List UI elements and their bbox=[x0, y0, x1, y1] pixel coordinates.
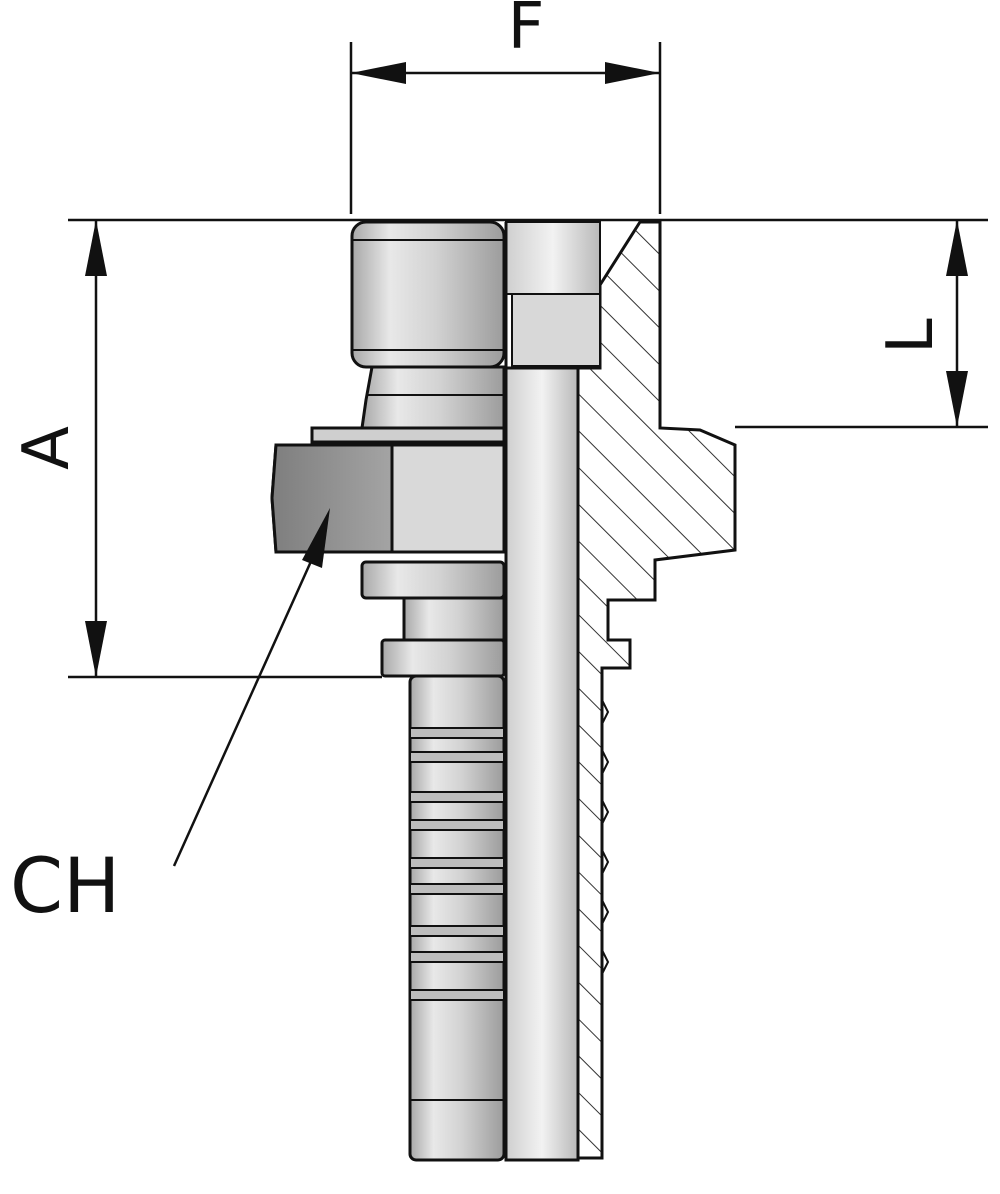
l-arrow-bottom bbox=[946, 371, 968, 427]
cross-section-half bbox=[576, 220, 737, 1160]
hex-body bbox=[270, 426, 506, 554]
a-arrow-bottom bbox=[85, 621, 107, 677]
tail-barb-grooves bbox=[409, 727, 505, 1001]
nut-neck bbox=[360, 365, 506, 430]
hose-tail bbox=[408, 674, 506, 1162]
dim-label-l: L bbox=[874, 318, 948, 354]
dim-label-ch: CH bbox=[10, 841, 120, 930]
central-bore bbox=[504, 366, 580, 1162]
f-arrow-right bbox=[605, 62, 660, 84]
ch-arrow bbox=[302, 508, 330, 568]
dimension-arrowheads bbox=[85, 62, 968, 677]
f-arrow-left bbox=[351, 62, 406, 84]
l-arrow-top bbox=[946, 220, 968, 276]
dim-label-a: A bbox=[10, 426, 84, 470]
dim-label-f: F bbox=[508, 0, 545, 64]
swivel-nut bbox=[350, 220, 601, 369]
collar bbox=[360, 560, 506, 678]
a-arrow-top bbox=[85, 220, 107, 276]
hex-flat-face bbox=[270, 443, 394, 554]
